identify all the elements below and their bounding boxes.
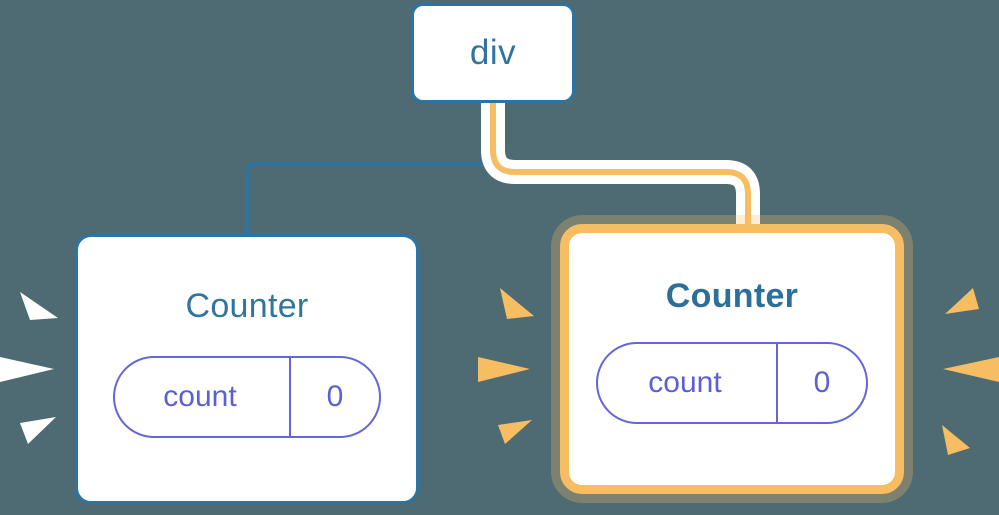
spark-group-middle bbox=[478, 288, 534, 444]
spark-orange-right-upper bbox=[945, 288, 979, 314]
spark-orange-mid-lower bbox=[498, 420, 532, 444]
edge-highlight-halo bbox=[481, 91, 760, 244]
root-node-div[interactable]: div bbox=[411, 3, 575, 103]
spark-white-middle bbox=[0, 357, 54, 382]
spark-orange-mid-middle bbox=[478, 357, 530, 382]
counter-left-state-pill: count 0 bbox=[113, 356, 381, 438]
spark-group-left bbox=[0, 292, 58, 444]
counter-right-state-value: 0 bbox=[776, 344, 866, 422]
edge-div-to-right-counter bbox=[490, 100, 751, 235]
counter-right-state-pill: count 0 bbox=[596, 342, 868, 424]
counter-node-right[interactable]: Counter count 0 bbox=[560, 224, 904, 494]
spark-group-right bbox=[942, 288, 999, 455]
counter-left-state-key: count bbox=[163, 380, 237, 413]
spark-white-upper bbox=[20, 292, 58, 320]
spark-orange-right-lower bbox=[942, 425, 970, 455]
counter-right-title: Counter bbox=[665, 277, 799, 315]
spark-orange-mid-upper bbox=[500, 288, 534, 319]
spark-white-lower bbox=[20, 417, 56, 444]
counter-left-state-value: 0 bbox=[289, 358, 379, 436]
counter-node-left[interactable]: Counter count 0 bbox=[75, 234, 419, 504]
root-node-label: div bbox=[469, 33, 517, 72]
spark-orange-right-middle bbox=[943, 357, 999, 382]
counter-left-title: Counter bbox=[185, 287, 309, 325]
edge-div-to-left-counter bbox=[245, 101, 495, 238]
counter-right-state-key: count bbox=[648, 366, 722, 399]
